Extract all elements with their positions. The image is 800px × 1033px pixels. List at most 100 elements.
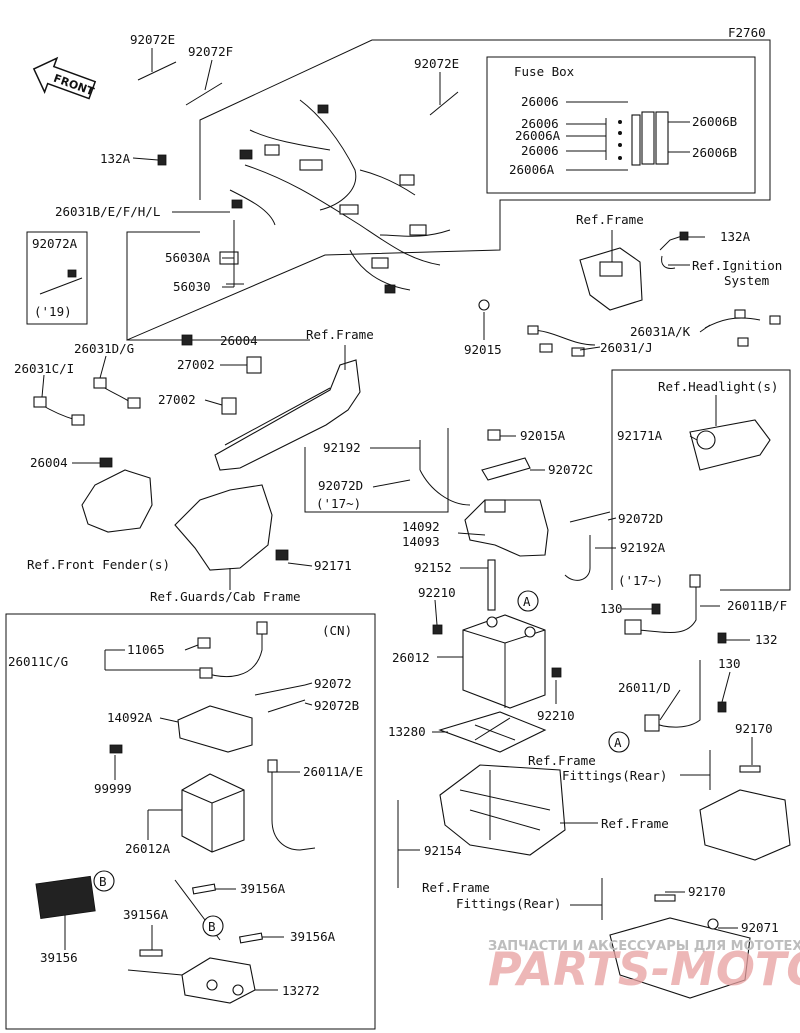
label-cn-11065: 11065: [127, 642, 165, 657]
label-92072c: 92072C: [548, 462, 593, 477]
label-132a-2: 132A: [720, 229, 751, 244]
watermark-line1: ЗАПЧАСТИ И АКСЕССУАРЫ ДЛЯ МОТОТЕХНИКИ: [488, 939, 800, 954]
svg-text:B: B: [99, 874, 107, 889]
label-26031ci: 26031C/I: [14, 361, 74, 376]
svg-text:B: B: [208, 919, 216, 934]
front-fender-icon: [81, 457, 153, 533]
cn-title: (CN): [322, 623, 352, 638]
label-27002-1: 27002: [177, 357, 215, 372]
label-fb-26006a-2: 26006A: [509, 162, 555, 177]
label-92210-1: 92210: [418, 585, 456, 600]
harness-26031ci-icon: [33, 396, 85, 426]
label-cn-14092a: 14092A: [107, 710, 153, 725]
label-26031j: 26031/J: [600, 340, 653, 355]
clip-92072a-frame: [26, 231, 88, 325]
fittings-rear-1-icon: [699, 765, 791, 861]
label-ref-ignition-2: System: [724, 273, 769, 288]
label-92192a: 92192A: [620, 540, 666, 555]
label-26031ak: 26031A/K: [630, 324, 691, 339]
label-14093: 14093: [402, 534, 440, 549]
cn-cable-26011ae-icon: [267, 759, 316, 851]
harness-26031ak-icon: [704, 309, 781, 347]
bolt-132a-icon: [157, 154, 167, 166]
front-arrow-icon: FRONT: [32, 56, 96, 100]
label-fb-26006b-2: 26006B: [692, 145, 737, 160]
svg-text:A: A: [523, 594, 531, 609]
label-26031dg: 26031D/G: [74, 341, 134, 356]
label-cn-39156a-2: 39156A: [123, 907, 169, 922]
label-56030: 56030: [173, 279, 211, 294]
label-92072d-1: 92072D: [318, 478, 363, 493]
fuse-box-title: Fuse Box: [514, 64, 575, 79]
label-92072f: 92072F: [188, 44, 233, 59]
label-ref-frame-2: Ref.Frame: [306, 327, 374, 342]
rod-92152-icon: [487, 559, 496, 611]
frame-bracket-icon: [214, 359, 361, 471]
label-92015a: 92015A: [520, 428, 566, 443]
label-ref-fittings-1: Fittings(Rear): [562, 768, 667, 783]
cn-holder-14092a-icon: [177, 705, 253, 753]
fittings-rear-2-icon: [609, 894, 751, 999]
label-fb-26006-1: 26006: [521, 94, 559, 109]
main-wiring-harness-icon: [229, 99, 451, 294]
battery-tray-13280-icon: [438, 711, 547, 753]
guards-cab-frame-icon: [174, 484, 289, 571]
label-cn-39156a-1: 39156A: [240, 881, 286, 896]
fuse-box-connector-icon: [219, 251, 244, 285]
label-fb-26006-2: 26006: [521, 116, 559, 131]
label-26012: 26012: [392, 650, 430, 665]
fuse-box-fuses-icon: [566, 101, 690, 171]
label-fb-26006-3: 26006: [521, 143, 559, 158]
label-ref-frame-1: Ref.Frame: [576, 212, 644, 227]
label-cn-99999: 99999: [94, 781, 132, 796]
cn-cable-26011cg-icon: [197, 621, 268, 679]
label-17-1: ('17~): [316, 496, 361, 511]
label-ref-front-fender: Ref.Front Fender(s): [27, 557, 170, 572]
label-92171: 92171: [314, 558, 352, 573]
label-19: ('19): [34, 304, 72, 319]
clip-group-frame: [304, 428, 449, 513]
label-cn-26011cg: 26011C/G: [8, 654, 68, 669]
battery-holder-14092-icon: [419, 429, 549, 557]
label-92072d-2: 92072D: [618, 511, 663, 526]
label-13280: 13280: [388, 724, 426, 739]
label-132: 132: [755, 632, 778, 647]
fuse-box-frame: [486, 56, 756, 194]
cn-battery-26012a-icon: [109, 744, 245, 853]
label-ref-frame-3: Ref.Frame: [528, 753, 596, 768]
label-cn-26012a: 26012A: [125, 841, 171, 856]
main-harness-outline: [126, 39, 771, 341]
label-56030a: 56030A: [165, 250, 211, 265]
cn-bracket-13272-icon: [181, 957, 256, 1004]
label-27002-2: 27002: [158, 392, 196, 407]
label-92171a: 92171A: [617, 428, 663, 443]
headlight-bar-icon: [689, 395, 771, 471]
cable-tie-92072f-icon: [185, 82, 223, 106]
cable-tie-92072e-icon: [137, 61, 177, 81]
callout-a-2: A: [608, 731, 630, 753]
cn-frame: [5, 613, 376, 1030]
cn-pads-39156a-icon: [139, 883, 263, 957]
label-130-2: 130: [718, 656, 741, 671]
cn-ties-icon: [254, 684, 306, 713]
frame-ignition-icon: [579, 231, 689, 311]
harness-26031dg-icon: [93, 377, 141, 409]
label-cn-92072b: 92072B: [314, 698, 359, 713]
harness-26031j-icon: [527, 325, 596, 357]
label-132a-1: 132A: [100, 151, 131, 166]
battery-cable-26011d-icon: [644, 660, 701, 732]
label-92210-2: 92210: [537, 708, 575, 723]
label-92071: 92071: [741, 920, 779, 935]
label-cn-13272: 13272: [282, 983, 320, 998]
frame-rear-icon: [439, 764, 566, 856]
headlight-frame: [611, 369, 791, 591]
label-17-2: ('17~): [618, 573, 663, 588]
cn-label-39156-icon: [35, 875, 96, 920]
callout-b-2: B: [202, 915, 224, 937]
callout-a-1: A: [517, 590, 539, 612]
label-fb-26006b-1: 26006B: [692, 114, 737, 129]
watermark-line2: PARTS-MOTOR.RU: [488, 942, 800, 996]
label-92154: 92154: [424, 843, 462, 858]
